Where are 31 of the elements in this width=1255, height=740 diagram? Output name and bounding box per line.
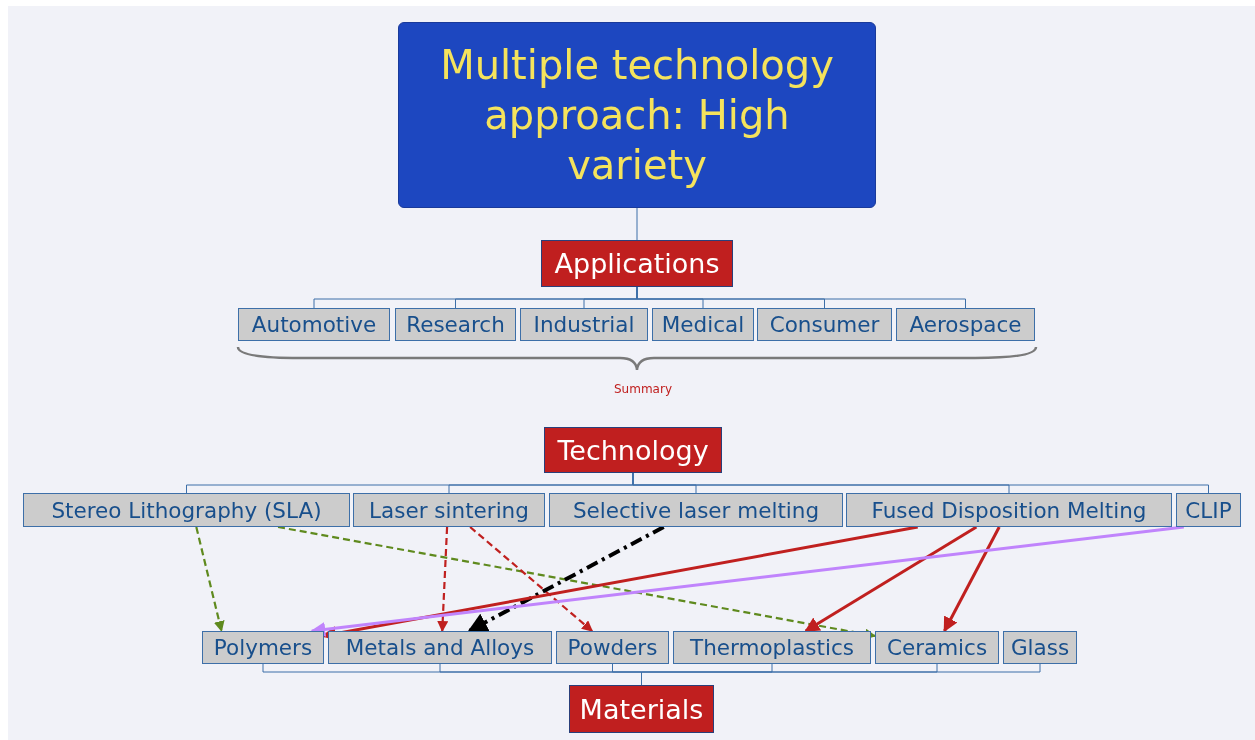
topic-box: Applications [541,240,733,287]
connector-line [632,472,1209,494]
subtopic-box: Glass [1003,631,1077,664]
subtopic-box: Industrial [520,308,648,341]
subtopic-box: Research [395,308,516,341]
arrow [467,525,665,633]
subtopic-box: Aerospace [896,308,1035,341]
arrow [195,526,225,633]
subtopic-box: Medical [652,308,754,341]
subtopic-box: Polymers [202,631,324,664]
subtopic-box: Thermoplastics [673,631,871,664]
subtopic-box: Fused Disposition Melting [846,493,1172,527]
subtopic-box: Powders [556,631,669,664]
subtopic-box: Metals and Alloys [328,631,552,664]
subtopic-box: Ceramics [875,631,999,664]
arrow [310,525,1184,637]
arrow [469,526,593,632]
summary-label: Summary [613,382,673,396]
subtopic-box: Consumer [757,308,892,341]
arrow [437,526,449,633]
subtopic-box: Selective laser melting [549,493,843,527]
arrow [943,526,1001,633]
title-box: Multiple technology approach: High variety [398,22,876,208]
subtopic-box: CLIP [1176,493,1241,527]
subtopic-box: Automotive [238,308,390,341]
connector-line [636,207,638,241]
arrow [804,525,978,633]
subtopic-box: Laser sintering [353,493,545,527]
topic-box: Materials [569,685,714,733]
topic-box: Technology [544,427,722,473]
subtopic-box: Stereo Lithography (SLA) [23,493,350,527]
